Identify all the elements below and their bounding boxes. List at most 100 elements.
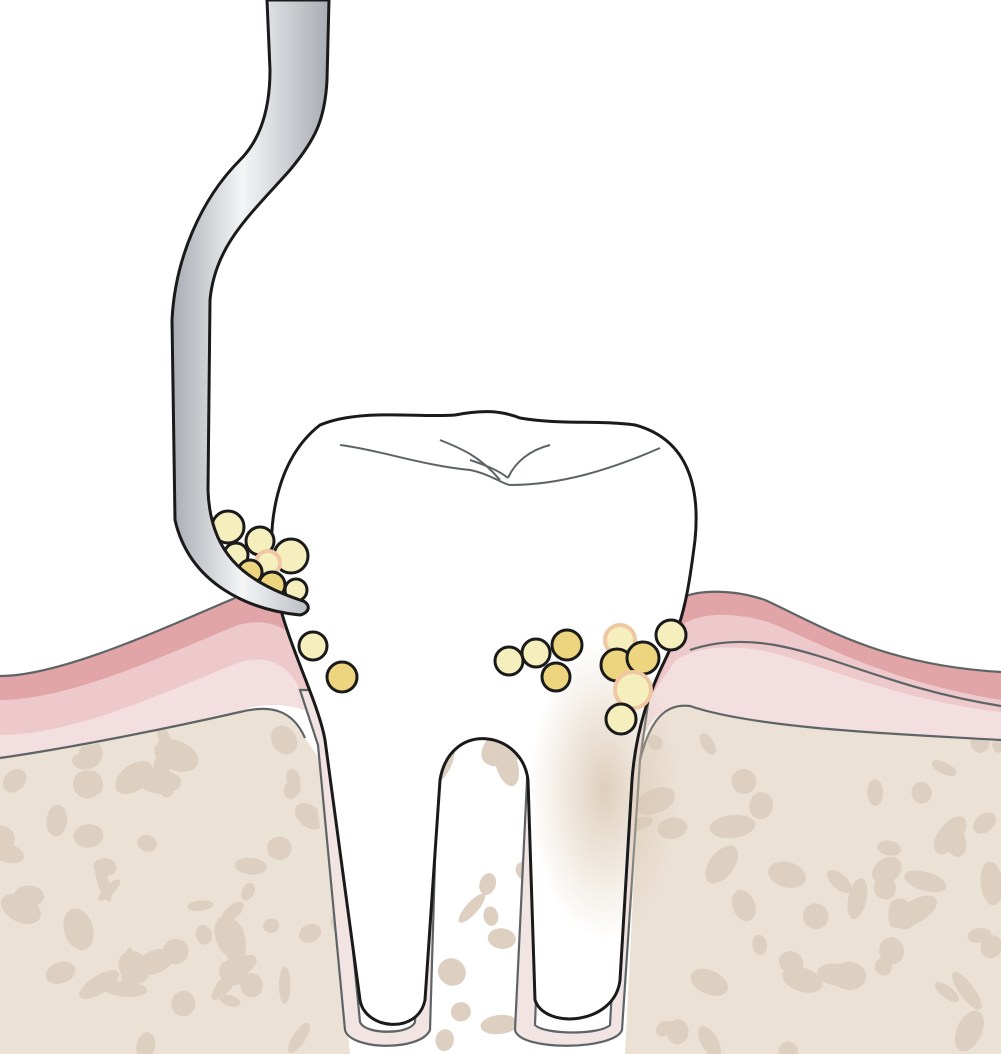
crown-fissures <box>339 439 661 487</box>
gum-right <box>642 591 1001 740</box>
bone-spot <box>458 893 486 923</box>
bone-spot <box>698 1026 722 1054</box>
bone-spot <box>782 966 823 993</box>
bone-spot <box>904 870 947 893</box>
plaque-particle <box>325 660 359 694</box>
bone-spot <box>666 1019 689 1045</box>
bone-spot <box>435 1029 454 1052</box>
alveolar-bone <box>0 705 1001 1054</box>
plaque-particle <box>625 640 661 676</box>
plaque-particle <box>297 630 329 662</box>
bone-spot <box>802 903 829 930</box>
bone-spot <box>73 824 104 848</box>
bone-spot <box>827 869 852 894</box>
bone-spot <box>283 779 301 799</box>
bone-spot <box>299 923 322 943</box>
bone-spot <box>877 840 902 856</box>
bone-spot <box>483 906 499 926</box>
bone-spot <box>240 973 263 998</box>
bone-spot <box>63 908 94 951</box>
gum-left <box>0 595 318 758</box>
bone-spot <box>234 857 268 875</box>
bone-spot <box>933 816 967 855</box>
bone-spot <box>731 768 757 795</box>
gum-line-right-mid <box>689 640 1001 708</box>
bone-spot <box>752 934 767 956</box>
bone-spot <box>118 950 151 984</box>
bone-spot <box>241 882 256 901</box>
bone-spot <box>705 845 739 884</box>
bone-spot <box>2 769 27 793</box>
gum-line-left-bone <box>0 707 307 760</box>
fissure-center <box>469 459 509 479</box>
plaque-particle <box>654 618 688 652</box>
bone-spot <box>46 804 68 837</box>
bone-spot <box>931 760 957 777</box>
bone-spot <box>162 938 189 965</box>
bone-spot <box>72 753 94 770</box>
bone-spot <box>288 1022 311 1053</box>
bone-spot <box>437 958 466 986</box>
bone-spot <box>879 937 905 965</box>
bone-spot <box>267 836 292 861</box>
bone-spot <box>817 963 855 986</box>
bone-spot <box>0 825 15 853</box>
bone-spot <box>911 781 932 804</box>
bone-spot <box>690 968 729 996</box>
bone-spot <box>294 802 324 830</box>
bone-spot <box>195 924 213 945</box>
bone-spot <box>699 733 717 755</box>
tooth-outline <box>269 410 698 1026</box>
bone-spot <box>980 861 1001 906</box>
bone-spot <box>847 878 868 920</box>
bone-spot <box>263 918 280 933</box>
molar-tooth-icon <box>269 410 698 1026</box>
bone-spot <box>952 971 982 1010</box>
bone-spot <box>219 994 241 1007</box>
bone-spot <box>214 915 246 959</box>
bone-spot <box>223 955 257 979</box>
gum-line-left-top <box>0 596 236 678</box>
bone-spot <box>45 961 76 984</box>
bone-spot <box>934 981 959 1003</box>
plaque-deposit-icon <box>210 509 688 736</box>
bone-spot <box>709 814 756 839</box>
plaque-particle <box>540 661 572 693</box>
bone-spot <box>872 856 902 885</box>
bone-spot <box>487 928 516 949</box>
bone-spot <box>450 1002 471 1022</box>
fissure-left <box>439 439 501 481</box>
bone-spot <box>139 770 182 794</box>
bone-spot <box>79 970 120 999</box>
plaque-particle <box>520 637 552 669</box>
plaque-particle <box>493 645 525 677</box>
bone-spot <box>768 861 806 888</box>
bone-spot <box>156 723 173 758</box>
bone-spot <box>136 1032 156 1054</box>
bone-spot <box>480 1014 519 1035</box>
bone-spot <box>270 725 298 755</box>
plaque-particle <box>550 628 584 662</box>
gum-line-right-top <box>679 590 1001 674</box>
bone-spot <box>85 770 104 794</box>
bone-spot <box>13 885 45 907</box>
fissure-right <box>507 444 551 479</box>
bone-spot <box>479 873 497 895</box>
bone-spot <box>0 842 24 864</box>
bone-spot <box>749 792 774 820</box>
bone-spot <box>778 1041 798 1054</box>
fissure-main <box>339 444 661 487</box>
bone-spot <box>867 779 884 806</box>
bone-spot <box>967 927 992 944</box>
bone-spot <box>954 1010 984 1052</box>
bone-spot <box>278 966 291 1004</box>
bone-spot <box>980 935 1001 959</box>
gum-left-inner <box>0 659 310 758</box>
bone-spot <box>95 863 112 902</box>
plaque-particle <box>604 702 638 736</box>
bone-spot <box>731 889 756 922</box>
dental-scaler-icon <box>170 0 331 617</box>
bone-spot <box>171 991 196 1017</box>
